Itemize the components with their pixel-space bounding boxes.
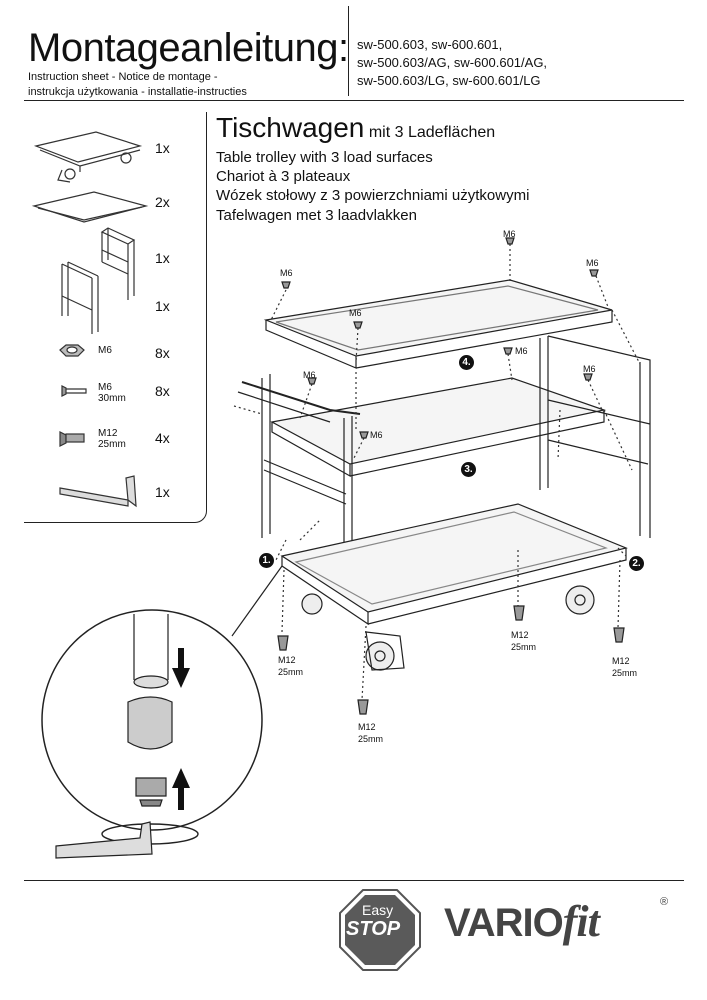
label-screw-m12: M12 25mm bbox=[98, 428, 126, 450]
label-m12-center: M12 bbox=[511, 630, 529, 640]
label-m12-front: M12 bbox=[358, 722, 376, 732]
subtitle-line-1: Instruction sheet - Notice de montage - bbox=[28, 71, 218, 83]
translation-nl: Tafelwagen met 3 laadvlakken bbox=[216, 207, 417, 224]
label-m6-front: M6 bbox=[349, 308, 362, 318]
direction-arrows bbox=[172, 648, 190, 810]
part-base-frame-drawing bbox=[33, 131, 143, 183]
label-m6-right: M6 bbox=[586, 258, 599, 268]
qty-screw-m12: 4x bbox=[155, 430, 170, 446]
brand-logo: VARIOfit bbox=[444, 896, 600, 947]
model-line-1: sw-500.603, sw-600.601, bbox=[357, 37, 503, 52]
parts-list-box bbox=[24, 112, 207, 523]
easy-stop-line-2: STOP bbox=[346, 918, 401, 940]
label-m6-mid-front: M6 bbox=[370, 430, 383, 440]
qty-shelf: 2x bbox=[155, 194, 170, 210]
part-hex-key-drawing bbox=[59, 475, 137, 508]
label-nut: M6 bbox=[98, 345, 112, 356]
subtitle-line-2: instrukcja użytkowania - installatie-ins… bbox=[28, 86, 247, 98]
label-m6-left: M6 bbox=[280, 268, 293, 278]
qty-screw-m6: 8x bbox=[155, 383, 170, 399]
document-title: Montageanleitung: bbox=[28, 26, 349, 70]
model-line-2: sw-500.603/AG, sw-600.601/AG, bbox=[357, 55, 548, 70]
qty-nut: 8x bbox=[155, 345, 170, 361]
footer-rule bbox=[24, 880, 684, 881]
label-25mm-center: 25mm bbox=[511, 642, 537, 652]
step-badge-4: 4. bbox=[459, 355, 474, 370]
handle-side-frame-drawing bbox=[237, 374, 361, 592]
label-m6-mid-right: M6 bbox=[583, 364, 596, 374]
label-screw-m6: M6 30mm bbox=[98, 382, 126, 404]
label-m12-left: M12 bbox=[278, 655, 296, 665]
part-screw-m12-drawing bbox=[59, 431, 85, 447]
translation-pl: Wózek stołowy z 3 powierzchniami użytkow… bbox=[216, 187, 530, 204]
step-badge-3: 3. bbox=[461, 462, 476, 477]
step-badge-1: 1. bbox=[259, 553, 274, 568]
part-nut-drawing bbox=[59, 344, 85, 357]
brand-suffix: fit bbox=[562, 897, 600, 946]
brand-main: VARIO bbox=[444, 901, 564, 945]
label-m6-mid: M6 bbox=[515, 346, 528, 356]
easy-stop-line-1: Easy bbox=[362, 902, 394, 918]
product-name-suffix: mit 3 Ladeflächen bbox=[368, 124, 496, 141]
label-25mm-right: 25mm bbox=[612, 668, 638, 678]
qty-hex-key: 1x bbox=[155, 484, 170, 500]
part-shelf-drawing bbox=[31, 191, 149, 223]
product-name: Tischwagen bbox=[216, 112, 365, 143]
qty-base-frame: 1x bbox=[155, 140, 170, 156]
translation-fr: Chariot à 3 plateaux bbox=[216, 168, 351, 185]
step-badge-2: 2. bbox=[629, 556, 644, 571]
model-line-3: sw-500.603/LG, sw-600.601/LG bbox=[357, 73, 541, 88]
right-side-frame-drawing bbox=[539, 335, 651, 538]
label-25mm-left: 25mm bbox=[278, 667, 304, 677]
base-frame-drawing bbox=[280, 503, 628, 671]
label-m6-mid-left: M6 bbox=[303, 370, 316, 380]
middle-shelf-drawing bbox=[270, 377, 607, 478]
label-m6-top: M6 bbox=[503, 229, 516, 239]
translation-en: Table trolley with 3 load surfaces bbox=[216, 149, 433, 166]
header-divider bbox=[348, 6, 349, 96]
qty-side-frame-handle: 1x bbox=[155, 250, 170, 266]
guide-lines bbox=[233, 244, 641, 701]
product-title: Tischwagen mit 3 Ladeflächen bbox=[216, 112, 495, 144]
label-m12-right: M12 bbox=[612, 656, 630, 666]
qty-side-frame: 1x bbox=[155, 298, 170, 314]
label-25mm-front: 25mm bbox=[358, 734, 384, 744]
part-side-frame-drawing bbox=[61, 261, 99, 334]
header-rule bbox=[24, 100, 684, 101]
part-screw-m6-drawing bbox=[61, 385, 87, 397]
detail-callout bbox=[41, 565, 283, 859]
brand-registered-mark: ® bbox=[660, 896, 669, 908]
screws bbox=[277, 237, 625, 715]
easy-stop-logo bbox=[339, 889, 421, 971]
part-side-frame-handle-drawing bbox=[100, 227, 136, 300]
top-shelf-drawing bbox=[263, 279, 613, 369]
